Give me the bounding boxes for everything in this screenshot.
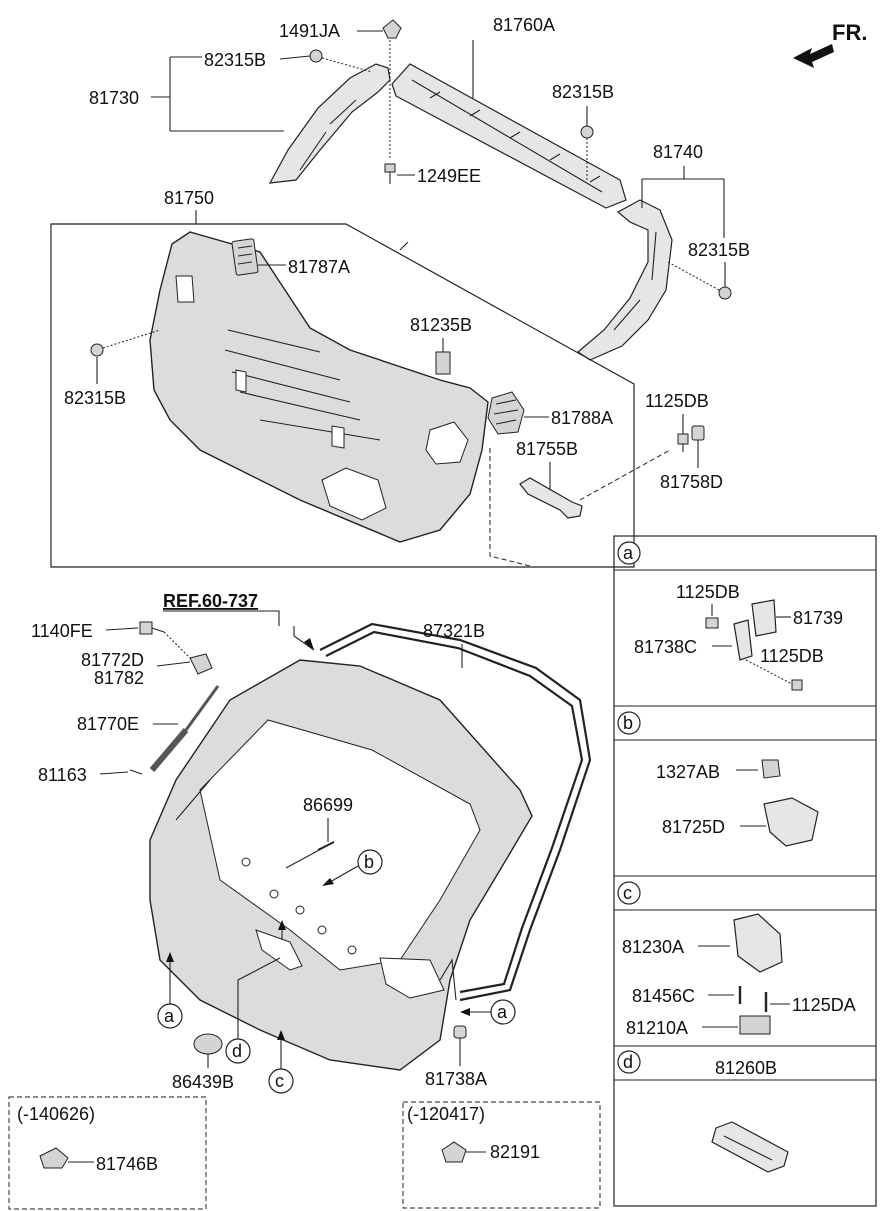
label-81770E: 81770E [77, 714, 139, 734]
panel-d-part-0: 81260B [715, 1058, 777, 1078]
label-86699: 86699 [303, 795, 353, 815]
panel-c-part-0: 81230A [622, 937, 684, 957]
marker-c: c [268, 1030, 294, 1094]
bracket-81772D [189, 653, 213, 675]
marker-d: d [225, 957, 281, 1064]
part-81730-side-trim-left [268, 63, 391, 184]
label-1125DB-main: 1125DB [645, 391, 709, 411]
clip-82315B-top [309, 49, 323, 63]
label-81750: 81750 [164, 188, 214, 208]
label-86439B: 86439B [172, 1072, 234, 1092]
trim-assembly-frame [50, 223, 635, 568]
label-1140FE: 1140FE [31, 621, 93, 641]
panel-c-id: c [623, 883, 632, 903]
marker-a-right: a [460, 999, 516, 1025]
label-81758D: 81758D [660, 472, 723, 492]
panel-c-part-2: 1125DA [792, 995, 856, 1015]
label-1491JA: 1491JA [279, 21, 340, 41]
variant-right-range: (-120417) [407, 1104, 485, 1124]
front-label: FR. [832, 20, 867, 45]
cap-81758D [691, 425, 705, 441]
pin-81163 [129, 769, 143, 775]
screw-1249EE [384, 163, 396, 184]
label-82315B-top: 82315B [204, 50, 266, 70]
bracket-81235B [435, 351, 451, 375]
cover-81788A [487, 391, 525, 435]
panel-d-id: d [623, 1052, 633, 1072]
panel-c-part-3: 81210A [626, 1018, 688, 1038]
variant-box-left: (-140626) 81746B [8, 1096, 207, 1210]
label-81163: 81163 [38, 765, 87, 785]
front-arrow-icon [793, 44, 834, 68]
front-direction-indicator: FR. [793, 20, 867, 68]
stopper-81738A [453, 1025, 467, 1039]
detail-panel-column [613, 535, 877, 1207]
grip-handle-81755B [519, 477, 583, 519]
detail-panel-c: 81230A c 81456C 1125DA 81210A [617, 881, 856, 1038]
detail-panel-a: a 1125DB 81739 81738C 1125DB [617, 541, 843, 691]
part-81740-side-trim-right [577, 199, 673, 361]
part-81760A-upper-garnish [391, 63, 627, 209]
svg-text:d: d [232, 1041, 242, 1061]
label-87321B: 87321B [423, 621, 485, 641]
clip-1491JA [382, 19, 402, 39]
variant-right-part: 82191 [490, 1142, 540, 1162]
label-82315B-left: 82315B [64, 388, 126, 408]
panel-b-part-1: 81725D [662, 817, 725, 837]
label-81755B: 81755B [516, 439, 578, 459]
panel-c-part-1: 81456C [632, 986, 695, 1006]
panel-a-part-3: 1125DB [760, 646, 824, 666]
label-81772D: 81772D [81, 650, 144, 670]
label-81740: 81740 [653, 142, 703, 162]
tailgate-weatherstrip-87321B [319, 622, 592, 1002]
panel-b-id: b [623, 713, 633, 733]
panel-a-id: a [623, 543, 634, 563]
ref-label: REF.60-737 [163, 591, 258, 611]
svg-text:b: b [364, 852, 374, 872]
marker-a-left: a [157, 952, 183, 1029]
detail-panel-d: d 81260B [617, 1050, 789, 1173]
variant-left-range: (-140626) [17, 1104, 95, 1124]
label-81738A: 81738A [425, 1069, 487, 1089]
panel-a-part-1: 81739 [793, 608, 843, 628]
label-81760A: 81760A [493, 15, 555, 35]
variant-box-right: (-120417) 82191 [402, 1101, 601, 1209]
label-82315B-right: 82315B [688, 240, 750, 260]
variant-left-part: 81746B [96, 1154, 158, 1174]
label-81782: 81782 [94, 668, 144, 688]
panel-b-part-0: 1327AB [656, 762, 720, 782]
cover-81787A [231, 238, 259, 276]
clip-82315B-right [718, 286, 732, 300]
bumper-86439B [193, 1033, 223, 1055]
svg-text:a: a [164, 1006, 175, 1026]
screw-1125DB-main [677, 433, 689, 452]
ref-arrow-icon [304, 638, 314, 650]
label-81787A: 81787A [288, 257, 350, 277]
clip-82315B-left [90, 343, 104, 357]
svg-text:a: a [497, 1002, 508, 1022]
label-81730: 81730 [89, 88, 139, 108]
detail-panel-b: b 1327AB 81725D [617, 711, 819, 847]
gas-strut-81770E [149, 685, 220, 772]
clip-82315B-mid [580, 125, 594, 139]
marker-b: b [322, 849, 383, 886]
panel-a-part-2: 81738C [634, 637, 697, 657]
svg-text:c: c [275, 1071, 284, 1091]
label-81788A: 81788A [551, 408, 613, 428]
panel-a-part-0: 1125DB [676, 582, 740, 602]
label-81235B: 81235B [410, 315, 472, 335]
tailgate-panel [149, 659, 533, 1071]
label-82315B-mid: 82315B [552, 82, 614, 102]
bolt-1140FE [139, 621, 165, 635]
label-1249EE: 1249EE [417, 166, 481, 186]
part-81750-tailgate-trim-panel [149, 231, 489, 543]
